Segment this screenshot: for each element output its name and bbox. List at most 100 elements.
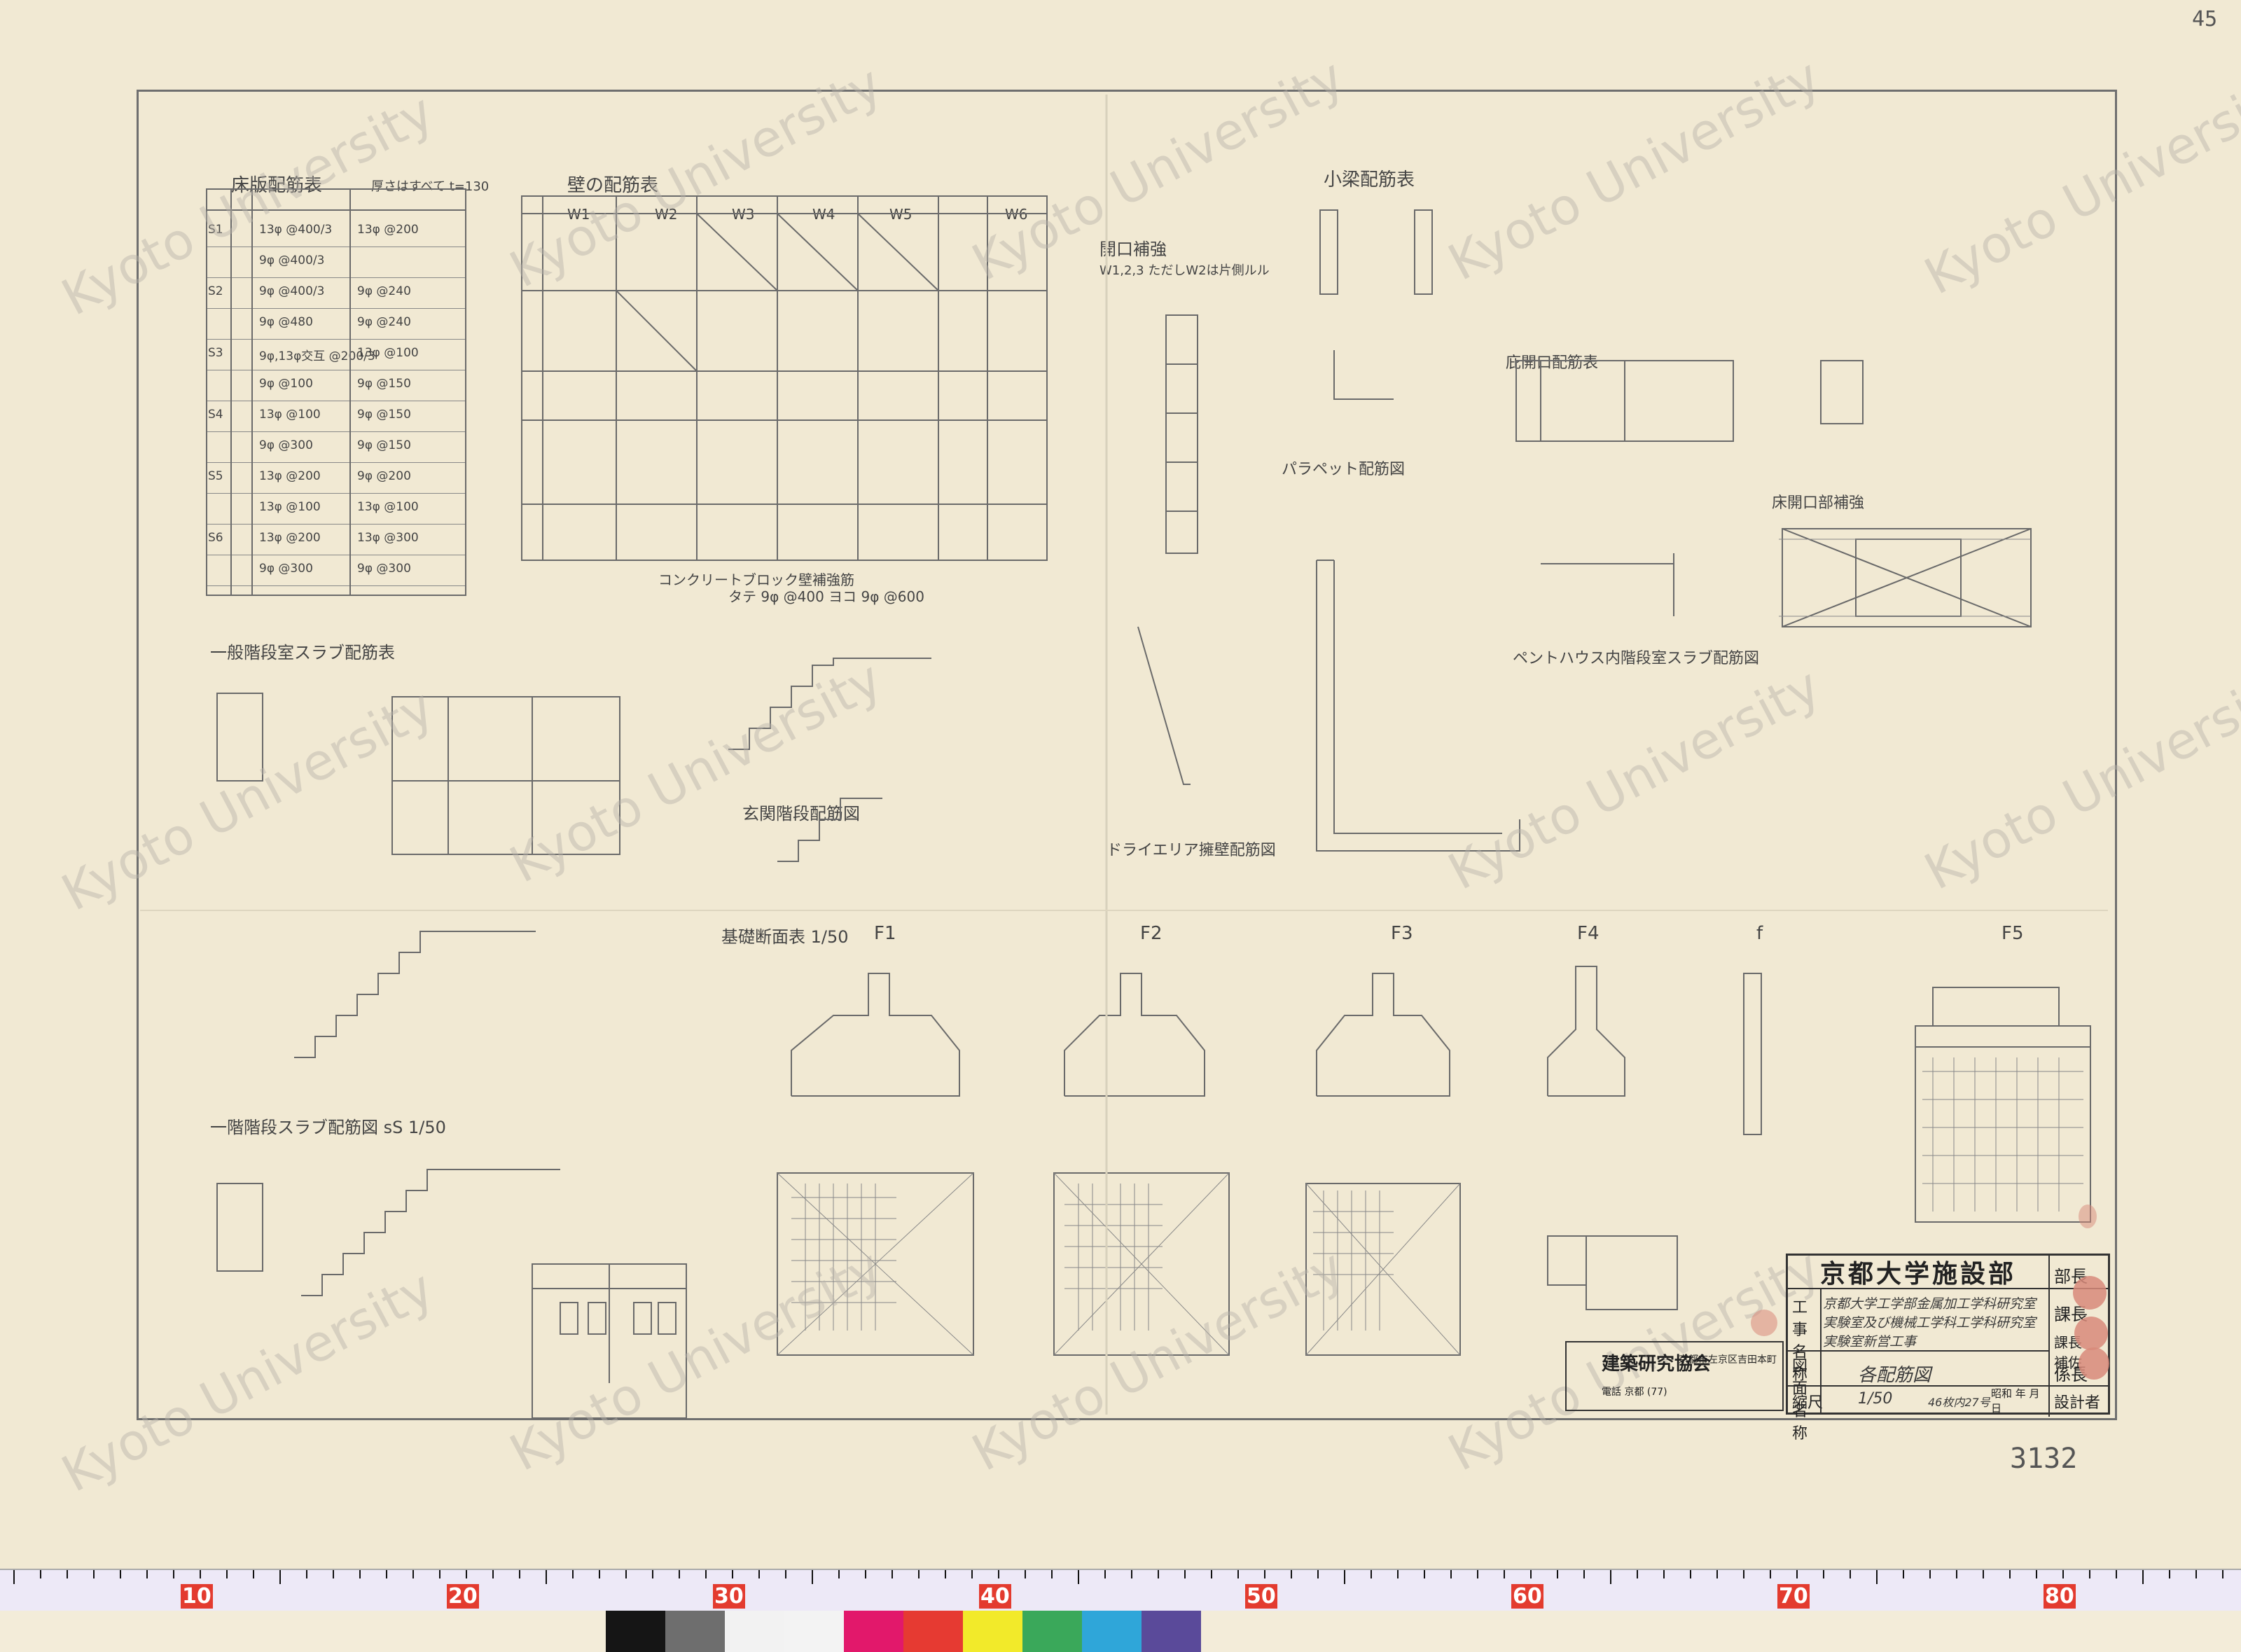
swatch-cyan bbox=[1082, 1611, 1142, 1652]
foundation-label-4: F4 bbox=[1577, 923, 1600, 944]
association-box: 建築研究協会 京都市左京区吉田本町 電話 京都 (77) bbox=[1565, 1341, 1784, 1411]
sheet-number: 3132 bbox=[2010, 1443, 2078, 1475]
swatch-black bbox=[606, 1611, 665, 1652]
project-name: 京都大学工学部金属加工学科研究室実験室及び機械工学科工学科研究室実験室新営工事 bbox=[1823, 1296, 2037, 1349]
ruler-label-60: 60 bbox=[1511, 1584, 1543, 1609]
ruler-label-40: 40 bbox=[979, 1584, 1011, 1609]
slab-table-row: 9φ @100 9φ @150 bbox=[207, 370, 466, 401]
slab-id: S3 bbox=[208, 346, 223, 360]
slab-center-rebar: 9φ @200 bbox=[357, 469, 411, 483]
slab-center-rebar: 9φ @150 bbox=[357, 438, 411, 452]
slab-table-row: S1 13φ @400/3 13φ @200 bbox=[207, 216, 466, 247]
slab-id: S4 bbox=[208, 408, 223, 422]
slab-id: S1 bbox=[208, 223, 223, 237]
slab-center-rebar: 9φ @150 bbox=[357, 377, 411, 391]
slab-center-rebar: 9φ @240 bbox=[357, 315, 411, 329]
eave-table-title: 庇開口配筋表 bbox=[1506, 354, 1599, 372]
swatch-green bbox=[1022, 1611, 1082, 1652]
swatch-purple bbox=[1142, 1611, 1201, 1652]
slab-center-rebar: 9φ @240 bbox=[357, 284, 411, 298]
slab-table-row: S5 13φ @200 9φ @200 bbox=[207, 462, 466, 494]
corner-number: 45 bbox=[2192, 7, 2218, 32]
drawing-sheet: 45 床版配筋表 厚さはすべて t=130 壁の配筋表 小梁配筋表 開口補強 W… bbox=[52, 7, 2241, 1504]
ruler-label-20: 20 bbox=[447, 1584, 479, 1609]
slab-edge-rebar: 13φ @100 bbox=[259, 408, 321, 422]
foundation-label-2: F2 bbox=[1140, 923, 1163, 944]
approval-stamp bbox=[2079, 1347, 2109, 1380]
slab-table-row: S4 13φ @100 9φ @150 bbox=[207, 401, 466, 432]
approval-stamp bbox=[2074, 1317, 2108, 1350]
foundation-label-5: f bbox=[1756, 923, 1763, 944]
slab-edge-rebar: 13φ @200 bbox=[259, 469, 321, 483]
opening-reinf-title: 開口補強 bbox=[1099, 240, 1167, 259]
slab-edge-rebar: 9φ @400/3 bbox=[259, 254, 325, 268]
slab-table-row: 9φ @480 9φ @240 bbox=[207, 308, 466, 340]
measuring-ruler bbox=[0, 1569, 2241, 1611]
ruler-label-30: 30 bbox=[713, 1584, 745, 1609]
slab-table-row: 9φ @300 9φ @300 bbox=[207, 555, 466, 586]
swatch-gray bbox=[665, 1611, 725, 1652]
slab-id: S5 bbox=[208, 469, 223, 483]
swatch-white bbox=[784, 1611, 844, 1652]
block-wall-title: コンクリートブロック壁補強筋 bbox=[658, 571, 854, 588]
slab-id: S6 bbox=[208, 531, 223, 545]
swatch-red bbox=[903, 1611, 963, 1652]
first-stair-title: 一階階段スラブ配筋図 sS 1/50 bbox=[210, 1118, 446, 1137]
general-stair-title: 一般階段室スラブ配筋表 bbox=[210, 643, 395, 662]
seal-stamp bbox=[1751, 1310, 1777, 1336]
penthouse-stair-title: ペントハウス内階段室スラブ配筋図 bbox=[1513, 650, 1760, 667]
drawing-frame bbox=[137, 90, 2117, 1420]
floor-slab-table-title: 床版配筋表 bbox=[231, 175, 323, 196]
slab-edge-rebar: 9φ @300 bbox=[259, 562, 313, 576]
wall-table-title: 壁の配筋表 bbox=[567, 175, 659, 196]
slab-edge-rebar: 9φ @100 bbox=[259, 377, 313, 391]
slab-edge-rebar: 9φ @400/3 bbox=[259, 284, 325, 298]
association-name: 建築研究協会 bbox=[1602, 1354, 1712, 1375]
seal-stamp bbox=[2079, 1205, 2097, 1228]
slab-table-row: 9φ @400/3 bbox=[207, 247, 466, 278]
block-wall-note: タテ 9φ @400 ヨコ 9φ @600 bbox=[728, 588, 924, 605]
drawing-label: 図面名称 bbox=[1792, 1358, 1808, 1443]
title-block: 京都大学施設部 部長 課長 課長補佐 係長 設計者 工事名称 京都大学工学部金属… bbox=[1786, 1254, 2110, 1443]
slab-edge-rebar: 13φ @200 bbox=[259, 531, 321, 545]
role-sekkeisha: 設計者 bbox=[2054, 1394, 2101, 1412]
drawing-name: 各配筋図 bbox=[1858, 1365, 1931, 1386]
foundation-label-1: F1 bbox=[874, 923, 896, 944]
parapet-title: パラペット配筋図 bbox=[1282, 461, 1406, 478]
slab-center-rebar: 13φ @100 bbox=[357, 500, 419, 514]
slab-edge-rebar: 13φ @400/3 bbox=[259, 223, 333, 237]
slab-id: S2 bbox=[208, 284, 223, 298]
foundation-title: 基礎断面表 1/50 bbox=[721, 927, 849, 947]
date-label: 昭和 年 月 日 bbox=[1991, 1387, 2040, 1415]
scale-value: 1/50 bbox=[1858, 1390, 1893, 1408]
slab-table-row: 13φ @100 13φ @100 bbox=[207, 493, 466, 525]
small-beam-title: 小梁配筋表 bbox=[1324, 169, 1415, 190]
ruler-label-10: 10 bbox=[181, 1584, 213, 1609]
opening-detail-title: 床開口部補強 bbox=[1772, 494, 1865, 512]
slab-center-rebar: 9φ @300 bbox=[357, 562, 411, 576]
slab-table-row: 9φ @300 9φ @150 bbox=[207, 431, 466, 463]
ruler-label-70: 70 bbox=[1777, 1584, 1810, 1609]
slab-edge-rebar: 9φ @480 bbox=[259, 315, 313, 329]
slab-edge-rebar: 13φ @100 bbox=[259, 500, 321, 514]
swatch-magenta bbox=[844, 1611, 903, 1652]
org-name: 京都大学施設部 bbox=[1788, 1256, 2050, 1289]
association-phone: 電話 京都 (77) bbox=[1602, 1387, 1667, 1398]
slab-center-rebar: 13φ @100 bbox=[357, 346, 419, 360]
slab-table-row: S2 9φ @400/3 9φ @240 bbox=[207, 277, 466, 309]
slab-center-rebar: 9φ @150 bbox=[357, 408, 411, 422]
ruler-label-50: 50 bbox=[1245, 1584, 1277, 1609]
slab-edge-rebar: 9φ @300 bbox=[259, 438, 313, 452]
swatch-white bbox=[725, 1611, 784, 1652]
slab-center-rebar: 13φ @200 bbox=[357, 223, 419, 237]
sheet-count: 46枚内27号 bbox=[1928, 1396, 1990, 1409]
foundation-label-6: F5 bbox=[2001, 923, 2024, 944]
drawing-linework bbox=[140, 95, 2108, 1419]
association-address: 京都市左京区吉田本町 bbox=[1679, 1354, 1777, 1366]
opening-reinf-note: W1,2,3 ただしW2は片側ルル bbox=[1099, 263, 1270, 278]
approval-stamp bbox=[2073, 1276, 2107, 1310]
dry-area-title: ドライエリア擁壁配筋図 bbox=[1106, 842, 1276, 859]
